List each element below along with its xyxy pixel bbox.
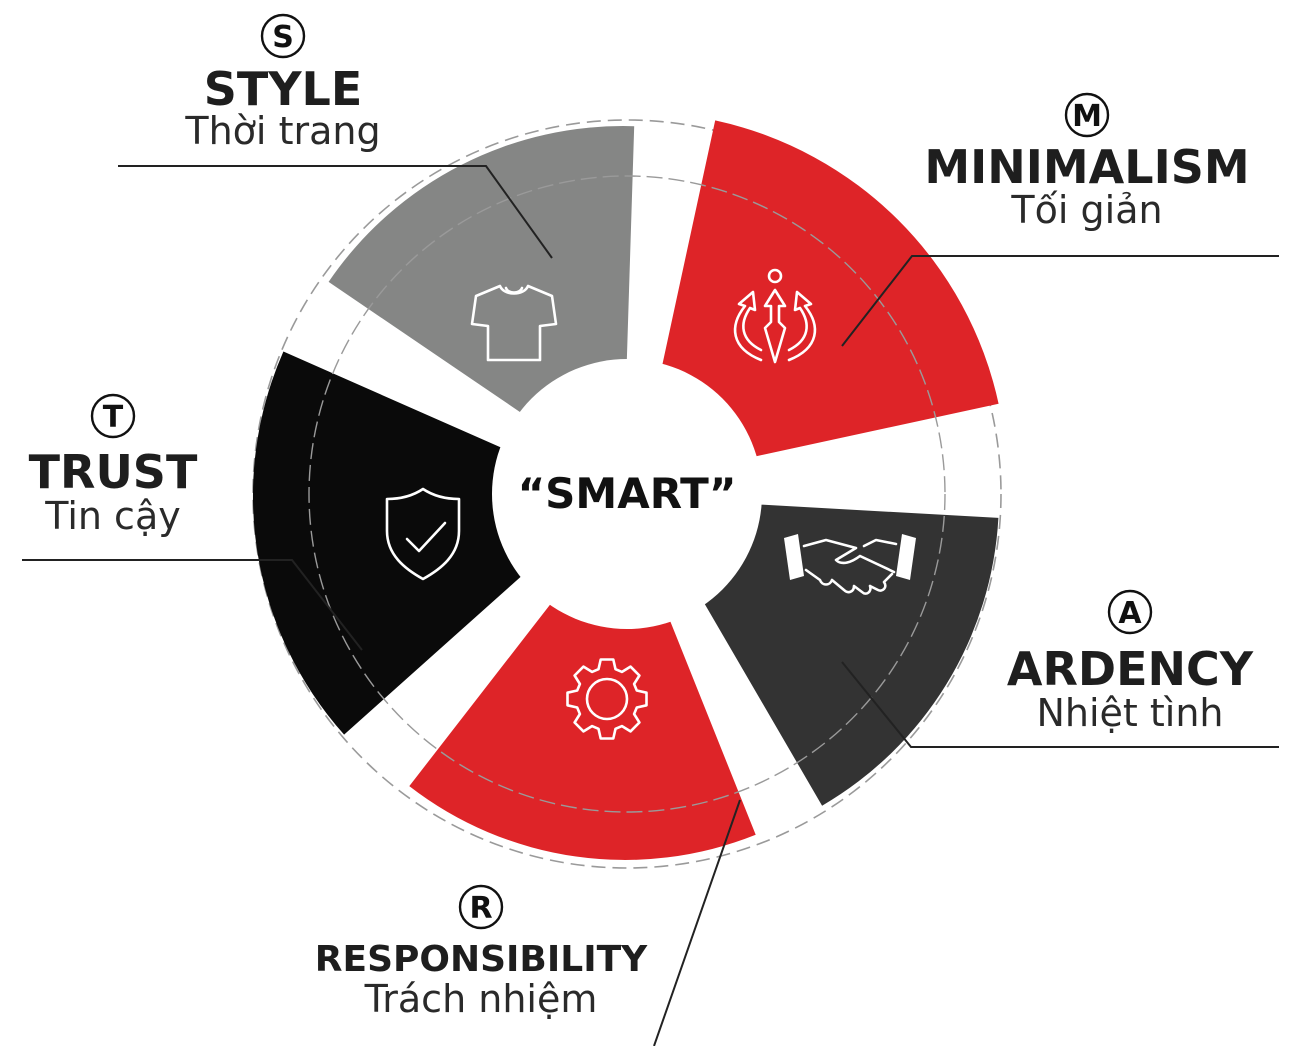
label-style: S STYLE Thời trang — [184, 13, 381, 153]
badge-letter-trust: T — [103, 400, 124, 435]
label-minimalism: M MINIMALISM Tối giản — [924, 92, 1250, 232]
leader-line-responsibility — [653, 799, 741, 1046]
label-responsibility: R RESPONSIBILITY Trách nhiệm — [315, 884, 648, 1021]
leader-line-style — [118, 165, 553, 259]
center-circle — [492, 359, 762, 629]
title-trust: TRUST — [29, 445, 198, 499]
shield-check-icon — [385, 487, 461, 581]
segment-minimalism — [661, 120, 999, 458]
subtitle-trust: Tin cậy — [44, 494, 180, 538]
label-trust: T TRUST Tin cậy — [29, 393, 198, 538]
title-style: STYLE — [204, 62, 363, 116]
badge-circle-minimalism — [1064, 92, 1110, 138]
gear-icon — [566, 658, 648, 740]
label-ardency: A ARDENCY Nhiệt tình — [1007, 589, 1254, 735]
subtitle-style: Thời trang — [184, 109, 380, 153]
badge-letter-minimalism: M — [1072, 99, 1102, 134]
segment-ardency — [702, 504, 999, 806]
title-ardency: ARDENCY — [1007, 642, 1254, 696]
subtitle-responsibility: Trách nhiệm — [364, 977, 598, 1021]
badge-letter-ardency: A — [1118, 596, 1142, 631]
t-shirt-icon — [470, 284, 558, 362]
badge-letter-responsibility: R — [469, 891, 492, 926]
badge-letter-style: S — [272, 20, 294, 55]
inner-dashed-ring — [308, 175, 946, 813]
leader-line-ardency — [841, 661, 1279, 748]
center-label: “SMART” — [518, 469, 737, 518]
subtitle-minimalism: Tối giản — [1010, 188, 1162, 232]
outer-dashed-ring — [252, 119, 1002, 869]
arrows-up-icon — [733, 268, 817, 364]
leader-line-trust — [22, 559, 363, 651]
title-responsibility: RESPONSIBILITY — [315, 939, 648, 980]
badge-circle-responsibility — [458, 884, 504, 930]
badge-circle-ardency — [1107, 589, 1153, 635]
badge-circle-style — [260, 13, 306, 59]
badge-circle-trust — [90, 393, 136, 439]
handshake-icon — [784, 534, 916, 595]
segment-style — [328, 126, 635, 416]
leader-line-minimalism — [841, 255, 1279, 347]
subtitle-ardency: Nhiệt tình — [1036, 691, 1223, 735]
title-minimalism: MINIMALISM — [924, 140, 1249, 194]
